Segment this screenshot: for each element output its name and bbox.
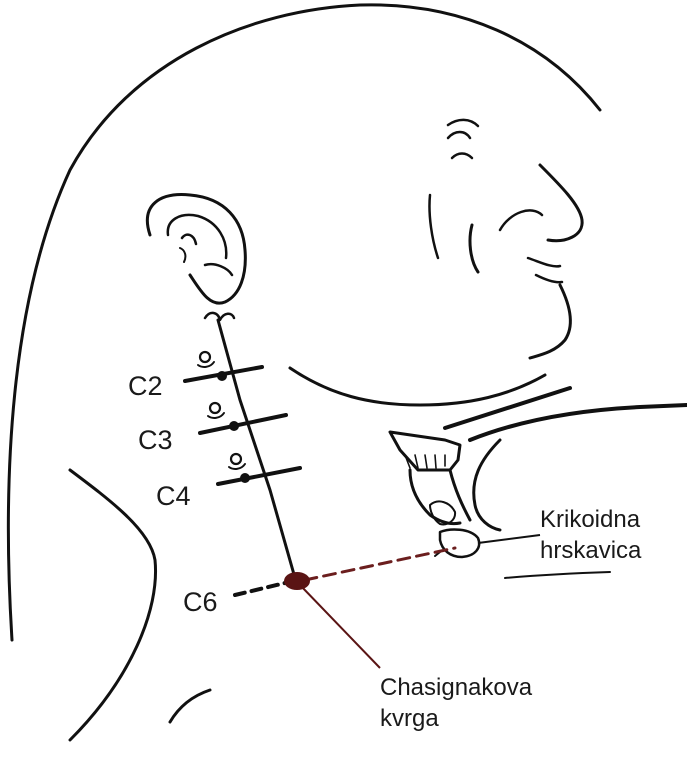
label-c6: C6 [183, 587, 218, 617]
shoulder-line [170, 690, 210, 722]
face-drawing [290, 120, 687, 530]
larynx-drawing [390, 432, 479, 557]
label-krikoidna-line2: hrskavica [540, 537, 642, 564]
vertebra-c2-marker [185, 352, 262, 381]
c6-dashed-line-left [235, 583, 285, 595]
chassaignac-leader-line [300, 585, 380, 668]
label-krikoidna-line1: Krikoidna [540, 506, 641, 533]
label-c2: C2 [128, 371, 163, 401]
label-chasignak-line1: Chasignakova [380, 674, 533, 701]
back-of-neck [70, 470, 156, 740]
ear-drawing [147, 195, 245, 304]
krikoidna-leader-line [478, 535, 540, 543]
head-outline [8, 5, 600, 640]
cervical-spine-line [218, 320, 295, 578]
vertebra-c1-symbol [205, 313, 234, 320]
label-c4: C4 [156, 481, 191, 511]
c6-to-cricoid-dashed-line [305, 548, 455, 580]
label-chasignak-line2: kvrga [380, 705, 439, 732]
chest-line [505, 572, 610, 578]
label-c3: C3 [138, 425, 173, 455]
chassaignac-tubercle-marker [284, 572, 310, 590]
